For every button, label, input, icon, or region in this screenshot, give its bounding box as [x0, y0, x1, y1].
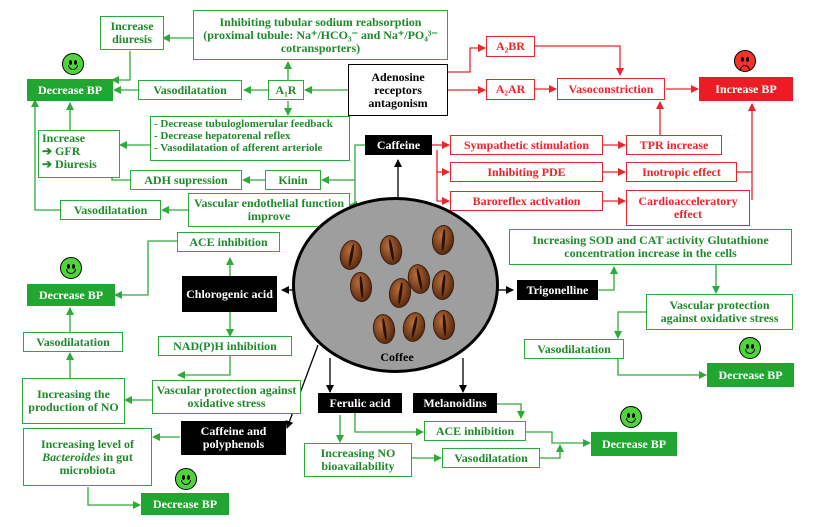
a1r-effect-2: - Decrease hepatorenal reflex	[154, 130, 291, 142]
coffee-circle	[292, 197, 499, 373]
vasodilatation-box-4: Vasodilatation	[524, 339, 624, 359]
arrow-caffeine-to-baroreflex	[436, 170, 450, 205]
arrow-vasodilatation-to-decrease-2	[31, 99, 60, 211]
vasodilatation-box-2: Vasodilatation	[60, 200, 161, 220]
inotropic-box: Inotropic effect	[626, 162, 737, 182]
happy-face-icon	[620, 406, 642, 428]
coffee-bean-icon	[337, 238, 365, 272]
cardioacceleratory-box: Cardioacceleratory effect	[626, 190, 750, 226]
a1r-effects-box: - Decrease tubuloglomerular feedback - D…	[150, 116, 350, 161]
coffee-bean-icon	[400, 310, 428, 344]
decrease-bp-box-1: Decrease BP	[27, 79, 113, 101]
vasodilatation-box-3: Vasodilatation	[23, 332, 123, 352]
ace-inhibition-box-2: ACE inhibition	[424, 421, 526, 441]
arrow-ace-to-decrease-5	[526, 431, 591, 447]
coffee-bean-icon	[431, 309, 457, 341]
caffeine-box: Caffeine	[365, 135, 432, 155]
arrow-protection-to-vasodilatation	[614, 311, 646, 339]
coffee-bean-icon	[430, 224, 456, 256]
a2ar-box: A₂AR	[486, 79, 535, 100]
happy-face-icon	[739, 337, 761, 359]
arrow-trigonelline-to-sod	[598, 266, 618, 291]
arrow-melanoidins-to-ace	[497, 403, 525, 419]
gfr-line-3: ➔ Diuresis	[42, 157, 97, 171]
vasoconstriction-box: Vasoconstriction	[557, 78, 665, 100]
decrease-bp-box-5: Decrease BP	[591, 432, 677, 456]
gfr-line-1: Increase	[42, 131, 86, 145]
vascular-protection-box-2: Vascular protection against oxidative st…	[646, 294, 793, 330]
arrow-caffeine-to-kinin	[321, 144, 365, 184]
inhibiting-tubular-box: Inhibiting tubular sodium reabsorption (…	[193, 10, 448, 60]
vascular-protection-box-1: Vascular protection against oxidative st…	[152, 380, 301, 414]
arrow-vasodilatation-to-decrease-5	[540, 444, 564, 459]
inhibiting-pde-box: Inhibiting PDE	[450, 162, 603, 182]
chlorogenic-box: Chlorogenic acid	[182, 276, 277, 312]
coffee-bean-icon	[371, 312, 397, 346]
happy-face-icon	[175, 468, 197, 490]
adenosine-box: Adenosine receptors antagonism	[348, 64, 448, 116]
baroreflex-box: Baroreflex activation	[450, 191, 603, 211]
ferulic-box: Ferulic acid	[318, 393, 402, 413]
vasodilatation-box-5: Vasodilatation	[442, 448, 540, 468]
a2br-box: A₂BR	[486, 36, 535, 57]
melanoidins-box: Melanoidins	[413, 393, 497, 413]
arrow-inotropic-to-increase	[737, 103, 756, 173]
a1r-effect-3: - Vasodilatation of afferent arteriole	[154, 142, 323, 154]
arrow-ace-to-decrease	[114, 240, 177, 299]
increasing-no-bio-box: Increasing NO bioavailability	[304, 443, 412, 477]
increase-diuresis-box: Increase diuresis	[100, 16, 164, 50]
coffee-bean-icon	[377, 233, 405, 267]
gfr-line-2: ➔ GFR	[42, 144, 81, 158]
coffee-label: Coffee	[380, 350, 414, 364]
arrow-nadph-to-protection	[177, 355, 231, 379]
bacteroides-text: Increasing level of Bacteroides in gut m…	[40, 436, 135, 477]
bacteroides-box: Increasing level of Bacteroides in gut m…	[23, 428, 152, 486]
arrow-diuresis-to-decrease	[111, 51, 131, 84]
nadph-box: NAD(P)H inhibition	[158, 336, 292, 356]
vasodilatation-box-1: Vasodilatation	[138, 80, 242, 100]
increasing-no-box: Increasing the production of NO	[22, 378, 125, 424]
coffee-bean-icon	[348, 271, 374, 303]
arrow-a2br-to-vasoconstriction	[535, 45, 624, 76]
decrease-bp-box-2: Decrease BP	[27, 284, 115, 306]
happy-face-icon	[62, 53, 84, 75]
sod-cat-box: Increasing SOD and CAT activity Glutathi…	[509, 229, 792, 265]
sympathetic-box: Sympathetic stimulation	[450, 135, 603, 155]
kinin-box: Kinin	[265, 170, 321, 190]
increase-gfr-box: Increase ➔ GFR ➔ Diuresis	[38, 130, 120, 178]
arrow-coffee-to-polyphenols	[285, 344, 319, 429]
sad-face-icon	[734, 50, 756, 72]
arrow-ferulic-to-ace	[354, 404, 424, 436]
arrow-caffeine-to-pde	[436, 150, 450, 176]
happy-face-icon	[60, 257, 82, 279]
decrease-bp-box-4: Decrease BP	[707, 363, 794, 387]
increase-bp-box: Increase BP	[699, 77, 793, 101]
a1r-effect-1: - Decrease tubuloglomerular feedback	[154, 118, 333, 130]
trigonelline-box: Trigonelline	[517, 280, 598, 300]
decrease-bp-box-3: Decrease BP	[141, 493, 229, 515]
a1r-box: A₁R	[268, 80, 304, 100]
arrow-vasodilatation-to-decrease-4	[617, 358, 707, 379]
arrow-caffeine-to-endothelial	[349, 180, 357, 209]
arrow-bacteroides-to-decrease	[87, 487, 141, 509]
ace-inhibition-box-1: ACE inhibition	[177, 232, 280, 252]
caffeine-polyphenols-box: Caffeine and polyphenols	[181, 421, 286, 455]
adh-box: ADH supression	[130, 170, 242, 190]
coffee-bean-icon	[430, 268, 456, 302]
tpr-box: TPR increase	[626, 135, 722, 155]
arrow-adenosine-to-a2br	[448, 44, 486, 73]
